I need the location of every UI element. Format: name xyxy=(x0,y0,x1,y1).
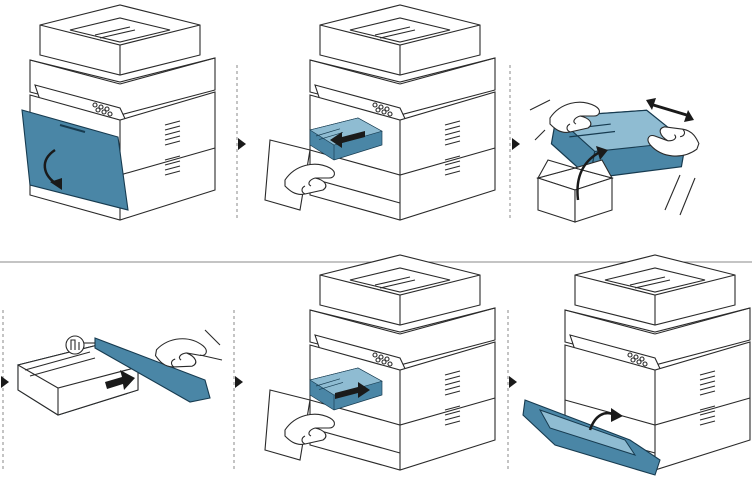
pull-arrow-icon xyxy=(330,131,365,148)
step-4-remove-cover xyxy=(17,329,223,416)
step-arrow-icon xyxy=(235,376,243,388)
step-arrow-icon xyxy=(512,138,520,150)
step-arrow-icon xyxy=(238,138,246,150)
box-icon xyxy=(536,159,614,223)
printer-icon xyxy=(309,4,496,221)
lift-arrow-icon xyxy=(576,150,601,201)
step-3-shake-cartridge xyxy=(529,94,703,223)
step-arrow-icon xyxy=(509,376,517,388)
step-1-open-cover xyxy=(21,4,216,221)
step-2-remove-cartridge xyxy=(264,4,496,221)
shake-arrow-icon xyxy=(646,98,694,122)
step-arrow-icon xyxy=(1,376,9,388)
push-arrow-icon xyxy=(335,382,370,399)
printer-icon xyxy=(309,254,496,471)
insert-arrow-icon xyxy=(105,370,135,390)
step-5-insert-cartridge xyxy=(264,254,496,471)
front-cover xyxy=(21,109,129,211)
protective-cover xyxy=(94,337,211,403)
step-6-close-cover xyxy=(522,254,751,476)
caution-icon xyxy=(65,335,85,355)
